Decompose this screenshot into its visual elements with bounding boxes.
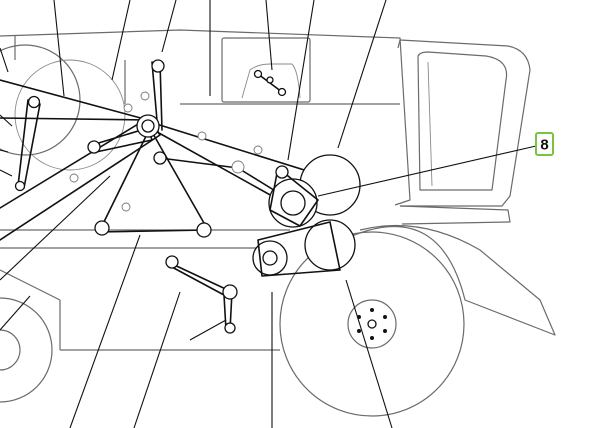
right-drive-group bbox=[252, 154, 361, 277]
callout-box bbox=[535, 132, 554, 156]
callout-8: 8 bbox=[535, 132, 554, 156]
central-drive-group bbox=[0, 59, 331, 241]
callout-label: 8 bbox=[540, 137, 548, 154]
left-drive-group bbox=[0, 44, 149, 192]
cab bbox=[397, 39, 531, 225]
rear-wheel bbox=[0, 297, 53, 403]
tensioner-arm bbox=[165, 255, 238, 334]
leader-lines bbox=[0, 0, 537, 428]
machine-outline bbox=[0, 29, 411, 351]
access-panel bbox=[221, 37, 311, 103]
